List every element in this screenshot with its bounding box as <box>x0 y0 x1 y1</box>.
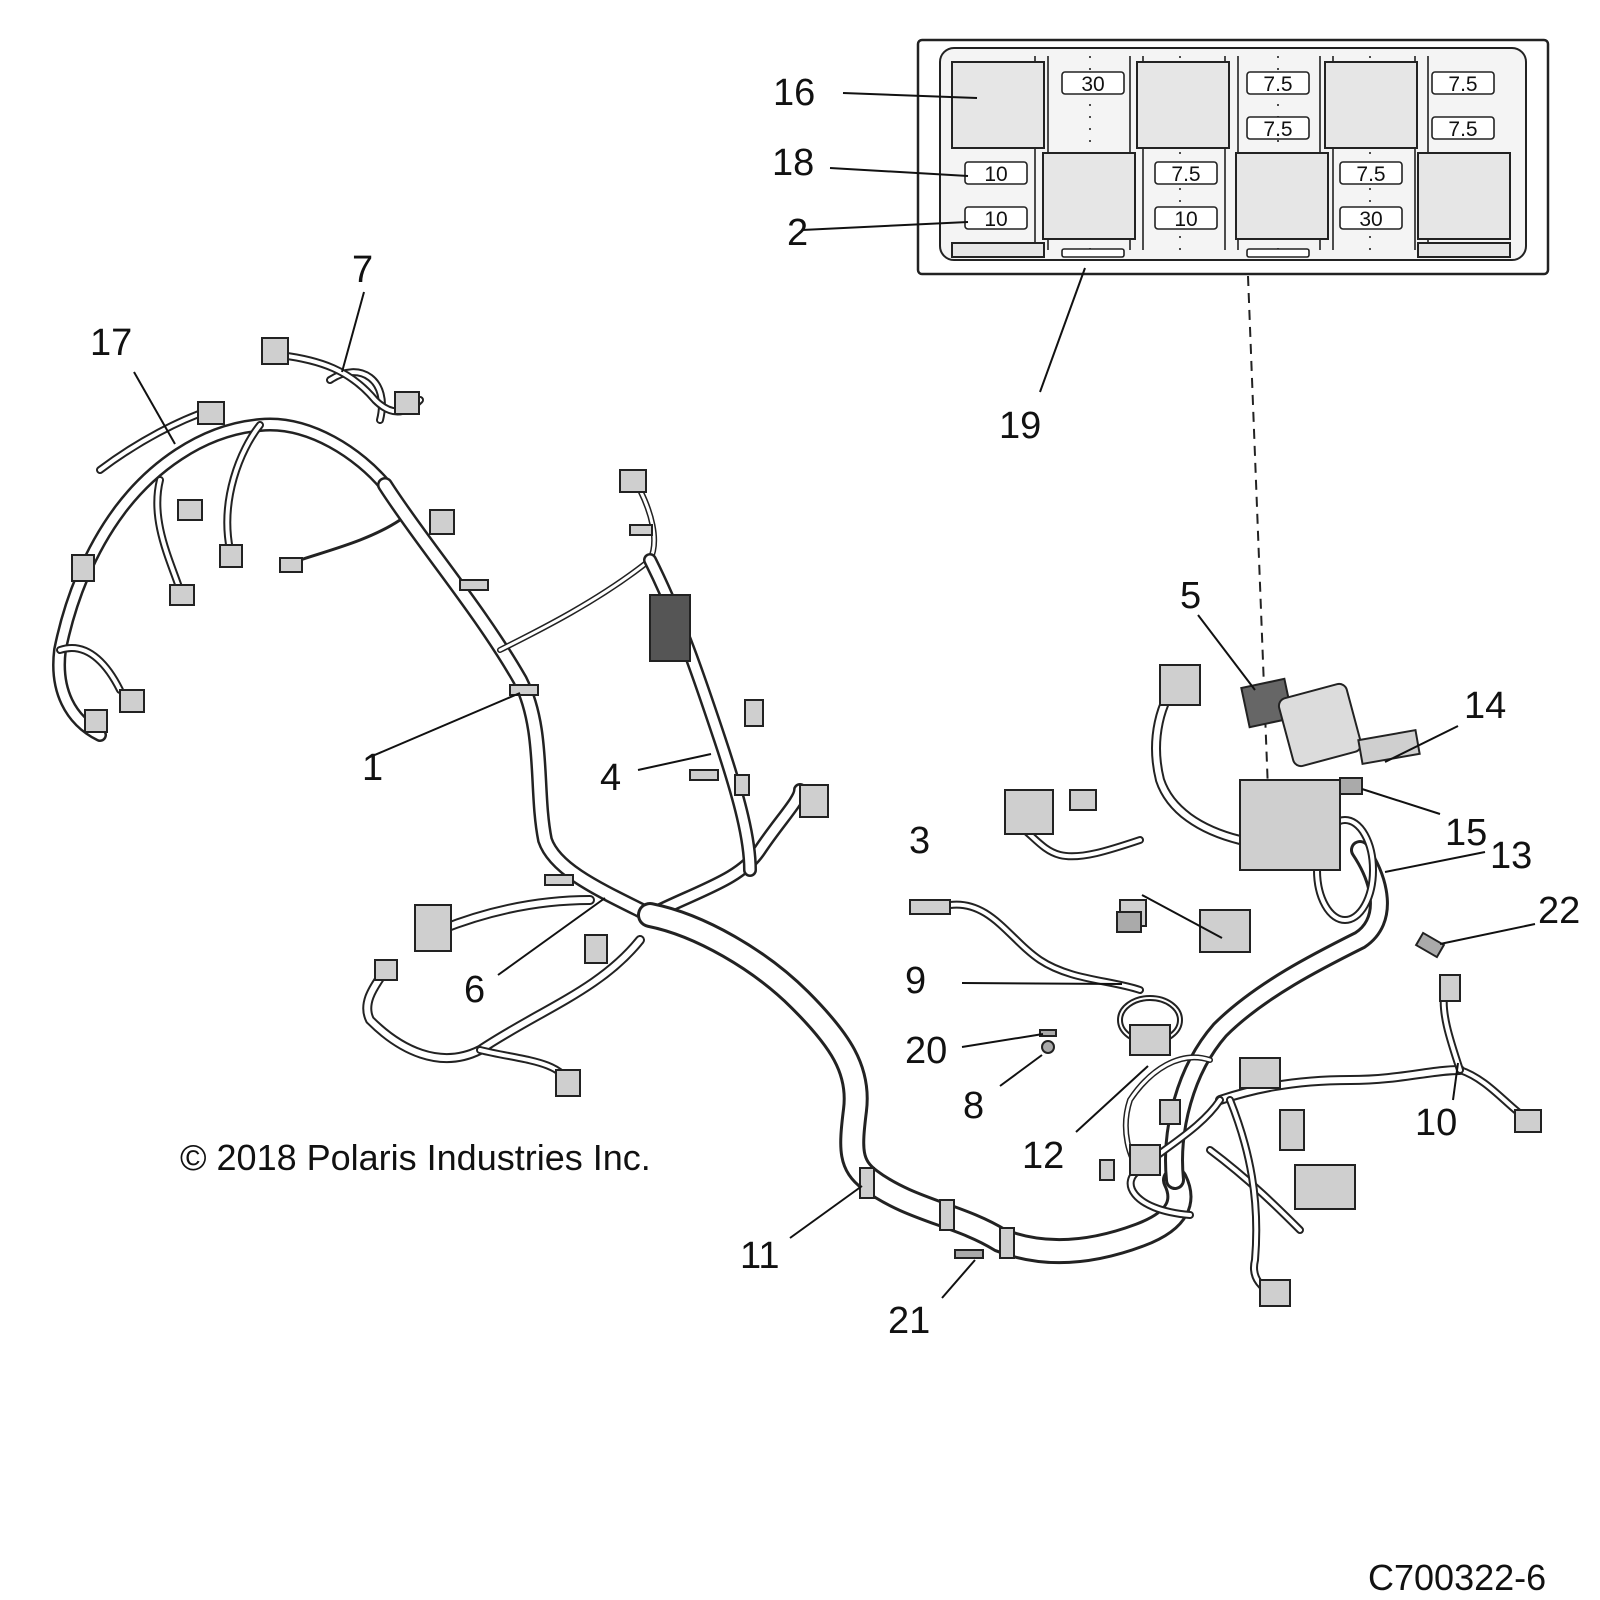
callout-7: 7 <box>352 249 373 291</box>
callout-2: 2 <box>787 212 808 254</box>
callout-16: 16 <box>773 72 815 114</box>
callout-20: 20 <box>905 1030 947 1072</box>
fuse-value: 10 <box>1174 208 1197 231</box>
callout-9: 9 <box>905 960 926 1002</box>
left-harness-connectors <box>71 337 829 1097</box>
callout-21: 21 <box>888 1300 930 1342</box>
relay-slot <box>1417 152 1511 240</box>
part-21-part <box>954 1249 984 1259</box>
relay-slots <box>951 61 1511 258</box>
callout-18: 18 <box>772 142 814 184</box>
main-harness-left <box>52 351 807 1089</box>
callout-22: 22 <box>1538 890 1580 932</box>
callout-13: 13 <box>1490 835 1532 877</box>
part-20-part <box>1039 1029 1057 1037</box>
relay-slot <box>1042 152 1136 240</box>
callout-labels: 1 2 3 4 5 6 7 8 9 10 11 12 13 14 15 16 1… <box>90 72 1580 1342</box>
fuse-value: 7.5 <box>1263 118 1292 141</box>
leader-lines <box>133 92 1536 1299</box>
part-3-part <box>1116 911 1142 933</box>
fuse-value: 10 <box>984 208 1007 231</box>
callout-4: 4 <box>600 757 621 799</box>
callout-11: 11 <box>740 1235 779 1277</box>
part-15-fuse <box>1339 777 1363 795</box>
part-14-part <box>1357 728 1421 766</box>
relay-slot <box>1417 242 1511 258</box>
fuse-value: 10 <box>984 163 1007 186</box>
fuse-value: 7.5 <box>1448 118 1477 141</box>
callout-15: 15 <box>1445 812 1487 854</box>
right-harness-connectors <box>909 664 1542 1307</box>
fuse-value: 30 <box>1359 208 1382 231</box>
callout-1: 1 <box>362 747 383 789</box>
fuse-slots: 30 7.5 7.5 7.5 7.5 10 7.5 7.5 10 10 30 <box>964 71 1495 258</box>
callout-14: 14 <box>1464 685 1506 727</box>
callout-12: 12 <box>1022 1135 1064 1177</box>
copyright-notice: © 2018 Polaris Industries Inc. <box>180 1137 651 1178</box>
fuse-value: 7.5 <box>1448 73 1477 96</box>
relay-slot <box>1324 61 1418 149</box>
callout-5: 5 <box>1180 575 1201 617</box>
fuse-value: 7.5 <box>1171 163 1200 186</box>
fuse-value: 7.5 <box>1356 163 1385 186</box>
callout-17: 17 <box>90 322 132 364</box>
fuse-box-inset: 30 7.5 7.5 7.5 7.5 10 7.5 7.5 10 10 30 <box>916 38 1550 276</box>
part-8-part <box>1041 1040 1055 1054</box>
relay-slot <box>951 61 1045 149</box>
relay-slot <box>1136 61 1230 149</box>
fuse-value: 30 <box>1081 73 1104 96</box>
relay-slot <box>951 242 1045 258</box>
relay-slot <box>1235 152 1329 240</box>
main-trunk-harness <box>637 840 1389 1265</box>
fuse-value: 7.5 <box>1263 73 1292 96</box>
callout-8: 8 <box>963 1085 984 1127</box>
right-harness <box>946 675 1534 1299</box>
drawing-id: C700322-6 <box>1368 1557 1546 1598</box>
callout-3: 3 <box>909 820 930 862</box>
callout-6: 6 <box>464 969 485 1011</box>
part-22-part <box>1414 931 1446 959</box>
callout-19: 19 <box>999 405 1041 447</box>
part-13-fuse-box-cover <box>1277 682 1363 768</box>
callout-10: 10 <box>1415 1102 1457 1144</box>
